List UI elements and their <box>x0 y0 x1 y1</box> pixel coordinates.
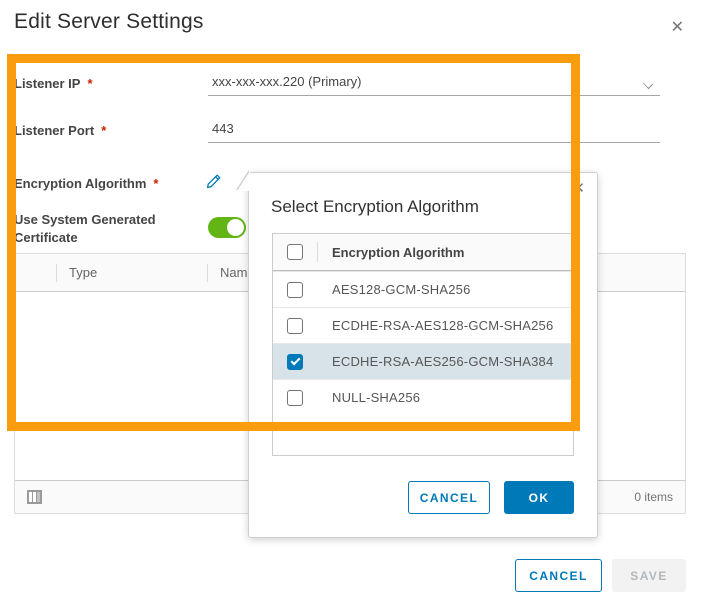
listener-ip-select[interactable]: xxx-xxx-xxx.220 (Primary) <box>208 72 660 96</box>
table-row[interactable]: AES128-GCM-SHA256 <box>273 271 573 307</box>
select-all-cell <box>273 244 317 260</box>
encryption-algorithm-label: Encryption Algorithm * <box>14 175 158 193</box>
row-checkbox-checked[interactable] <box>287 353 303 370</box>
encryption-algorithm-label-text: Encryption Algorithm <box>14 176 147 191</box>
close-icon[interactable]: ✕ <box>670 19 684 36</box>
row-checkbox-cell <box>273 353 317 370</box>
modal-ok-button[interactable]: OK <box>504 481 574 514</box>
listener-ip-label-text: Listener IP <box>14 76 81 91</box>
table-header-empty-cell <box>15 254 56 291</box>
use-system-generated-certificate-label: Use System Generated Certificate <box>14 212 156 245</box>
listener-port-label: Listener Port * <box>14 122 106 140</box>
required-asterisk: * <box>87 76 93 91</box>
modal-title: Select Encryption Algorithm <box>271 197 479 216</box>
algorithm-label: AES128-GCM-SHA256 <box>332 282 471 297</box>
row-checkbox[interactable] <box>287 281 303 298</box>
table-empty-area <box>273 415 573 455</box>
items-count: 0 items <box>634 490 673 504</box>
required-asterisk: * <box>101 123 107 138</box>
row-checkbox-cell <box>273 317 317 334</box>
encryption-algorithm-table: Encryption Algorithm AES128-GCM-SHA256 E… <box>272 233 574 456</box>
column-bar <box>37 492 40 502</box>
listener-ip-label: Listener IP * <box>14 75 93 93</box>
page-title: Edit Server Settings <box>14 10 204 33</box>
toggle-knob <box>227 219 244 236</box>
column-picker-icon[interactable] <box>27 490 42 504</box>
modal-table-header: Encryption Algorithm <box>273 234 573 271</box>
listener-ip-value: xxx-xxx-xxx.220 (Primary) <box>212 74 362 89</box>
modal-close-icon[interactable]: ✕ <box>572 180 585 197</box>
chevron-down-icon <box>642 78 654 90</box>
algorithm-label: NULL-SHA256 <box>332 390 421 405</box>
table-row-selected[interactable]: ECDHE-RSA-AES256-GCM-SHA384 <box>273 343 573 379</box>
header-divider <box>56 263 57 282</box>
select-all-checkbox[interactable] <box>287 244 303 260</box>
select-encryption-algorithm-modal: ✕ Select Encryption Algorithm Encryption… <box>237 171 598 538</box>
row-checkbox-cell <box>273 281 317 298</box>
popover-caret <box>237 171 250 191</box>
modal-column-header: Encryption Algorithm <box>332 244 465 260</box>
algorithm-label: ECDHE-RSA-AES256-GCM-SHA384 <box>332 354 554 369</box>
listener-port-label-text: Listener Port <box>14 123 95 138</box>
column-bar <box>29 492 32 502</box>
table-header-type[interactable]: Type <box>69 265 98 280</box>
table-row[interactable]: NULL-SHA256 <box>273 379 573 415</box>
required-asterisk: * <box>153 176 159 191</box>
row-checkbox-cell <box>273 389 317 406</box>
edit-pencil-icon[interactable] <box>204 171 226 193</box>
check-icon <box>290 355 301 366</box>
row-checkbox[interactable] <box>287 389 303 406</box>
row-checkbox[interactable] <box>287 317 303 334</box>
table-header-name[interactable]: Name <box>220 265 255 280</box>
listener-port-value: 443 <box>212 121 234 136</box>
table-row[interactable]: ECDHE-RSA-AES128-GCM-SHA256 <box>273 307 573 343</box>
algorithm-label: ECDHE-RSA-AES128-GCM-SHA256 <box>332 318 554 333</box>
modal-cancel-button[interactable]: CANCEL <box>408 481 490 514</box>
cancel-button[interactable]: CANCEL <box>515 559 602 592</box>
save-button[interactable]: SAVE <box>612 559 686 592</box>
header-divider <box>207 263 208 282</box>
column-bar <box>33 492 36 502</box>
listener-port-input[interactable]: 443 <box>208 119 660 143</box>
use-system-generated-certificate-toggle[interactable] <box>208 217 246 238</box>
header-divider <box>317 242 318 262</box>
